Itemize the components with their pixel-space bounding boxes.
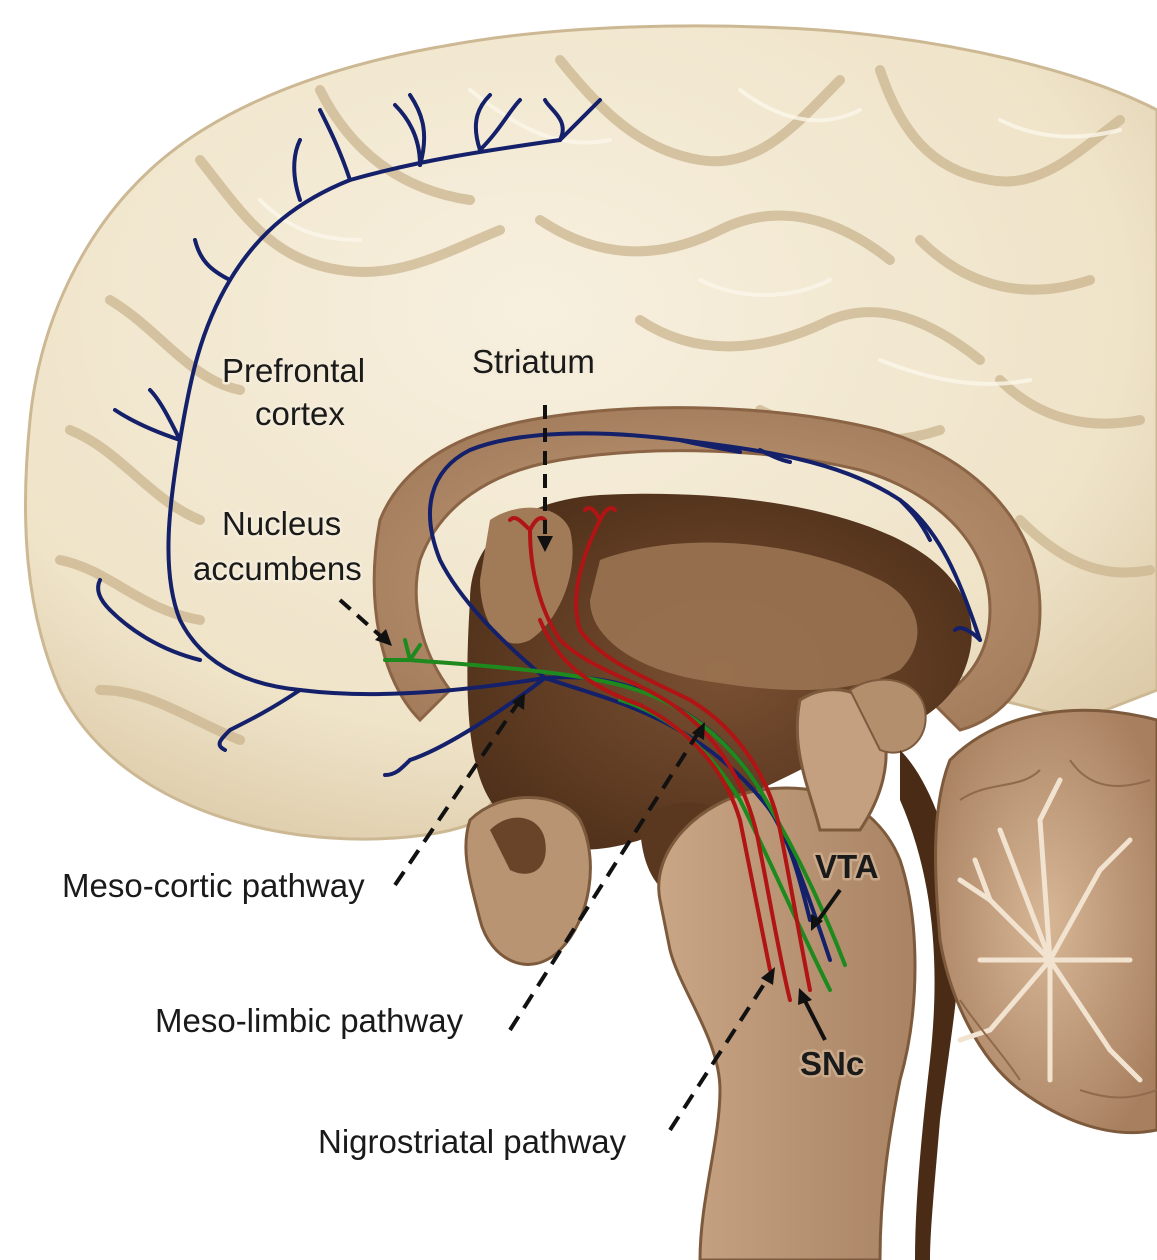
label-nigrostriatal-pathway: Nigrostriatal pathway [318,1123,627,1160]
leader-arrowheads [375,536,823,1005]
deep-brain-region [467,493,972,850]
label-nucleus-line2: accumbens [193,550,362,587]
label-nucleus-line1: Nucleus [222,505,341,542]
cerebellum [934,708,1157,1135]
nigrostriatal-pathway-fibers [508,506,812,1002]
label-prefrontal-line2: cortex [255,395,345,432]
label-striatum: Striatum [472,343,595,380]
corpus-callosum-region [372,406,1042,732]
label-mesocortic-pathway: Meso-cortic pathway [62,867,365,904]
label-prefrontal-line1: Prefrontal [222,352,365,389]
leader-lines [338,405,842,1132]
brainstem [657,678,961,1260]
label-snc: SNc [800,1045,864,1082]
label-mesolimbic-pathway: Meso-limbic pathway [155,1002,464,1039]
label-vta: VTA [815,848,879,885]
mesocortic-pathway-fibers [96,93,982,962]
